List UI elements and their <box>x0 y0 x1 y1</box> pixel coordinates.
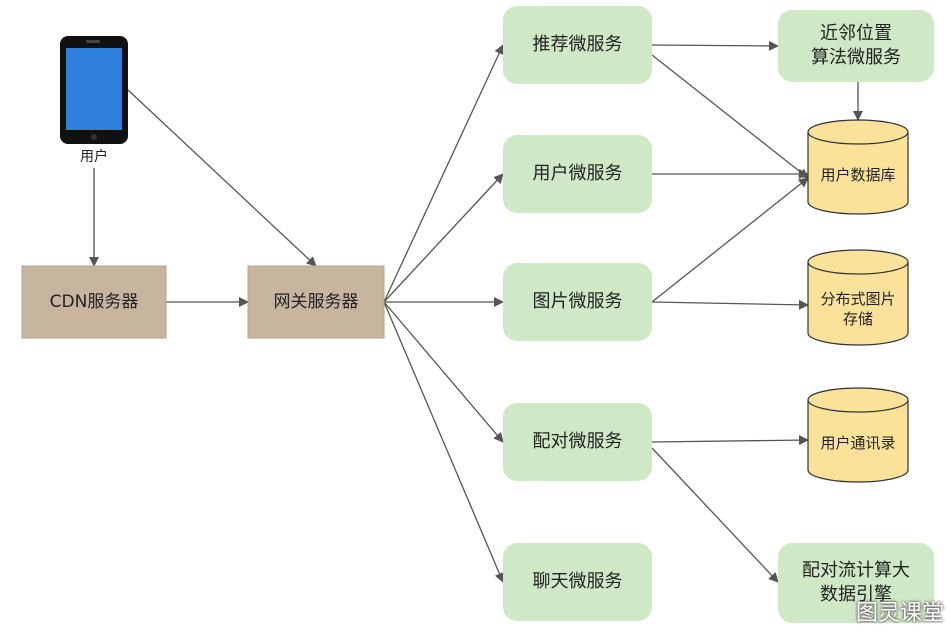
match-service-label: 配对微服务 <box>532 430 623 452</box>
user-database-cylinder <box>807 119 909 215</box>
bigdata-engine-box <box>778 543 934 623</box>
cdn-server-label: CDN服务器 <box>49 291 139 312</box>
arrow-user-to-gateway <box>127 89 317 267</box>
recommend-service-label: 推荐微服务 <box>532 33 623 55</box>
nearby-algorithm-box <box>778 10 934 82</box>
contacts-database-cylinder <box>807 387 909 483</box>
image-service-box <box>503 263 652 341</box>
user-database-label: 用户数据库 <box>820 165 896 184</box>
arrow-recommend-to-nearby <box>651 40 779 51</box>
cdn-server-box <box>21 265 167 339</box>
arrow-gateway-to-recommend <box>383 44 504 303</box>
arrow-image-service-to-user-db <box>651 177 809 303</box>
user-service-label: 用户微服务 <box>532 162 623 184</box>
arrow-gateway-to-user-service <box>383 173 504 303</box>
watermark: 图灵课堂 <box>855 601 944 626</box>
arrow-match-to-bigdata <box>651 447 779 583</box>
distributed-storage-label: 分布式图片 存储 <box>820 289 896 328</box>
nearby-algorithm-label: 近邻位置 算法微服务 <box>811 22 901 68</box>
gateway-server-label: 网关服务器 <box>273 291 359 312</box>
user-label: 用户 <box>80 148 108 165</box>
image-service-label: 图片微服务 <box>532 290 623 312</box>
chat-service-box <box>503 543 652 621</box>
arrow-recommend-to-user-db <box>651 54 809 179</box>
connector-arrows <box>89 40 863 583</box>
user-service-box <box>503 135 652 213</box>
arrow-gateway-to-match-service <box>383 301 504 443</box>
arrow-gateway-to-chat-service <box>383 301 505 583</box>
contacts-database-label: 用户通讯录 <box>820 433 896 452</box>
match-service-box <box>503 403 652 481</box>
distributed-storage-cylinder <box>807 249 909 346</box>
arrow-image-service-to-storage <box>651 299 809 310</box>
gateway-server-box <box>247 265 385 339</box>
chat-service-label: 聊天微服务 <box>532 570 623 592</box>
mobile-phone-icon <box>60 36 128 144</box>
arrow-match-to-contacts <box>651 435 809 446</box>
bigdata-engine-label: 配对流计算大 数据引擎 <box>802 559 910 605</box>
recommend-service-box <box>503 6 652 84</box>
